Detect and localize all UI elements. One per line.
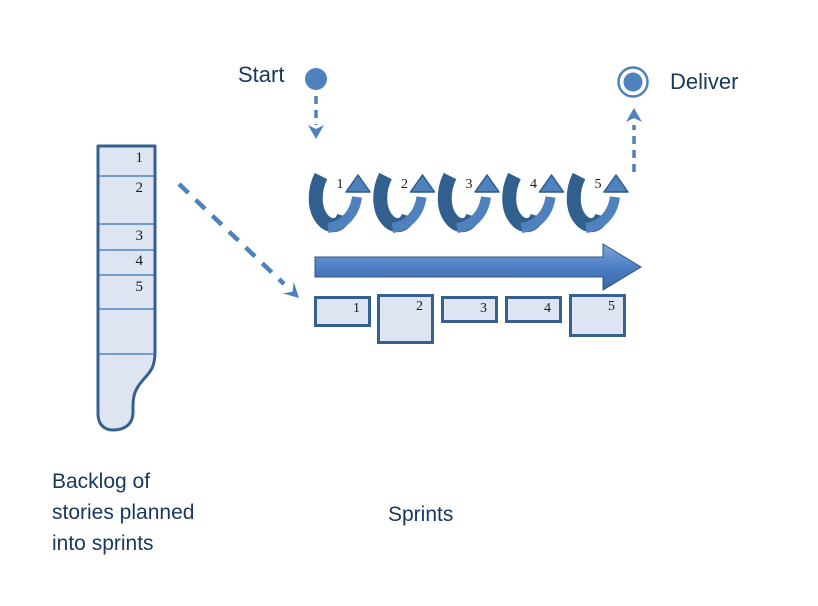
start-marker-dot	[305, 68, 327, 90]
backlog-funnel-shape	[96, 144, 157, 432]
sprint-box-number: 5	[608, 299, 615, 314]
backlog-cell-number: 1	[135, 150, 144, 166]
backlog-cell-number: 5	[135, 279, 144, 295]
backlog-caption-line: stories planned	[52, 501, 195, 524]
start-label: Start	[238, 62, 285, 87]
sprint-box: 4	[505, 296, 562, 323]
deliver-dashed-arrow	[626, 108, 642, 172]
loop-number: 3	[465, 177, 473, 192]
sprints-caption: Sprints	[388, 503, 454, 526]
sprint-box-number: 2	[416, 299, 423, 314]
sprint-box: 5	[569, 294, 626, 337]
backlog-cell-number: 2	[135, 180, 144, 196]
backlog-caption-line: into sprints	[52, 532, 154, 555]
sprint-box: 2	[377, 294, 434, 344]
loop-number: 5	[594, 177, 602, 192]
deliver-marker-bullseye	[617, 66, 649, 98]
sprint-box: 3	[441, 296, 498, 323]
backlog-cell-number: 4	[135, 253, 144, 269]
sprint-box-number: 1	[353, 301, 360, 316]
start-dashed-arrow	[308, 96, 324, 139]
backlog-cell-dividers	[99, 175, 154, 355]
deliver-label: Deliver	[670, 69, 739, 94]
backlog-to-sprints-dashed-arrow	[177, 182, 299, 298]
sprint-box: 1	[314, 296, 371, 327]
loop-number: 4	[530, 177, 537, 192]
sprint-box-number: 4	[544, 301, 551, 316]
backlog-cell-number: 3	[135, 228, 144, 244]
timeline-arrow	[314, 243, 642, 291]
loop-number: 1	[336, 177, 344, 192]
backlog-caption-line: Backlog of	[52, 470, 151, 493]
loop-number: 2	[401, 177, 408, 192]
sprint-box-number: 3	[480, 301, 487, 316]
backlog-caption: Backlog of stories planned into sprints	[52, 466, 282, 559]
